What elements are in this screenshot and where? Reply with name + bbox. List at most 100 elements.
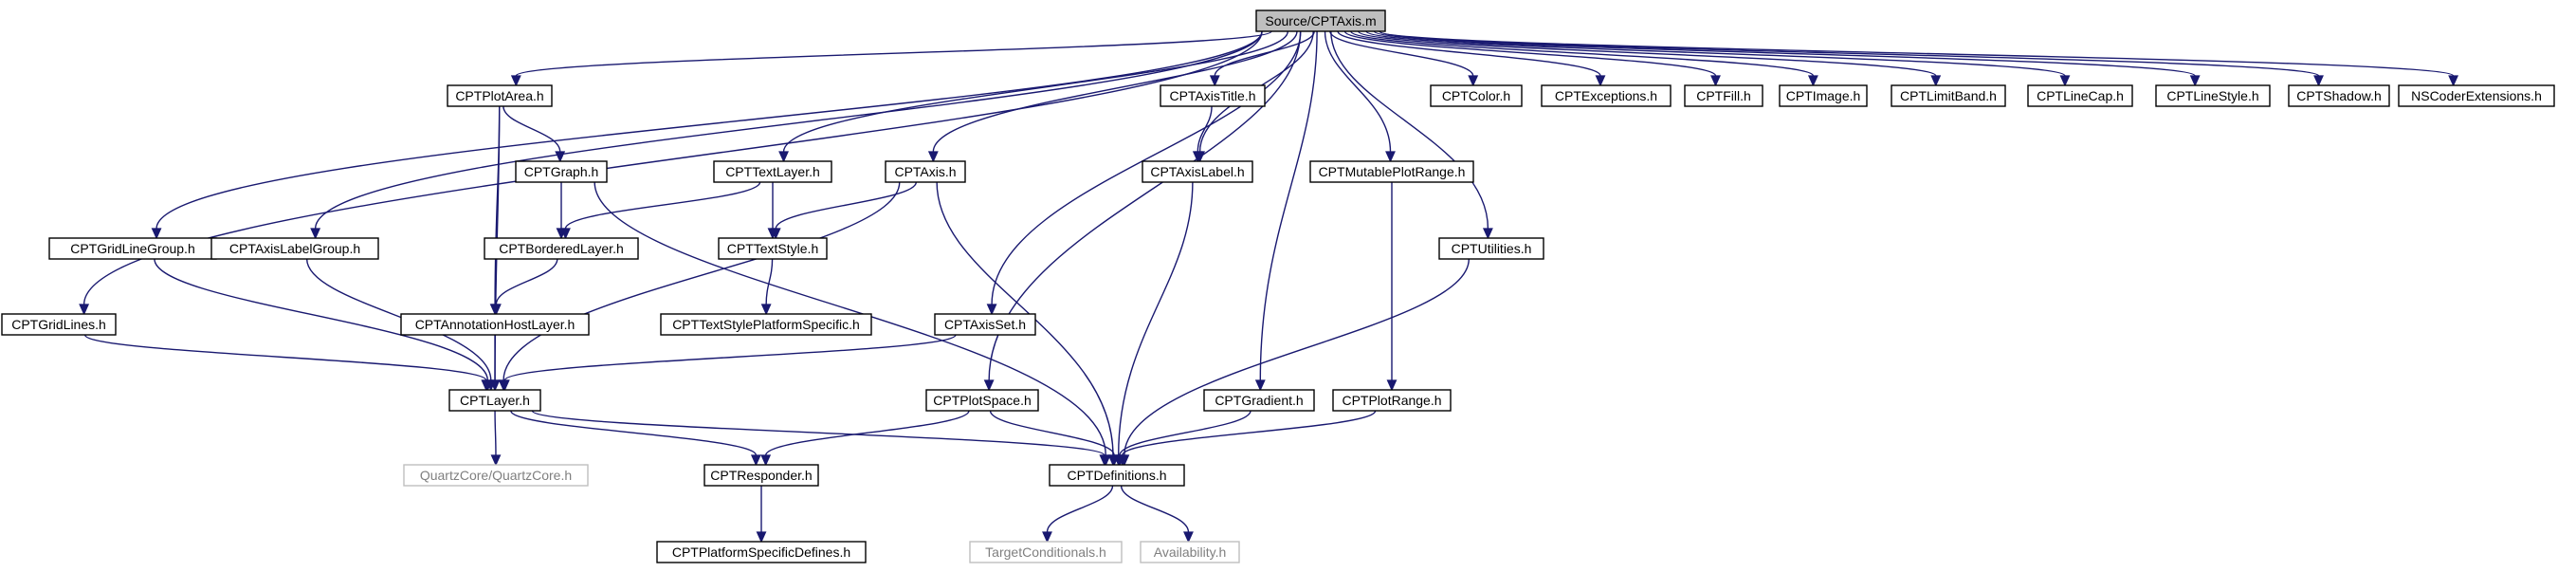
node-box xyxy=(1438,237,1544,260)
node-availability: Availability.h xyxy=(1140,541,1240,563)
edge-root-to-nscoder xyxy=(1379,30,2459,87)
node-box xyxy=(2398,84,2555,107)
node-label: CPTLimitBand.h xyxy=(1900,88,1997,103)
edge-responder-to-platformdefines xyxy=(756,486,767,544)
node-gridlinegroup[interactable]: CPTGridLineGroup.h xyxy=(48,237,217,260)
edge-axis-to-textstyle xyxy=(770,181,918,240)
node-shadow[interactable]: CPTShadow.h xyxy=(2288,84,2390,107)
node-utilities[interactable]: CPTUtilities.h xyxy=(1438,237,1544,260)
node-label: CPTMutablePlotRange.h xyxy=(1319,164,1466,179)
node-label: CPTAnnotationHostLayer.h xyxy=(415,317,575,332)
edge-root-to-linestyle xyxy=(1373,30,2201,87)
node-box xyxy=(1203,389,1315,412)
node-label: CPTBorderedLayer.h xyxy=(499,241,624,256)
node-box xyxy=(1332,389,1452,412)
edge-root-to-plotarea xyxy=(510,30,1272,87)
node-box xyxy=(1,313,117,336)
node-textstyle[interactable]: CPTTextStyle.h xyxy=(718,237,828,260)
node-label: CPTGraph.h xyxy=(524,164,599,179)
node-label: CPTPlotArea.h xyxy=(455,88,543,103)
node-plotarea[interactable]: CPTPlotArea.h xyxy=(447,84,553,107)
edge-axislabel-to-definitions xyxy=(1113,181,1194,467)
edge-mutableplotrange-to-plotrange xyxy=(1386,182,1398,392)
node-responder[interactable]: CPTResponder.h xyxy=(703,464,819,487)
edge-root-to-axistitle xyxy=(1209,30,1315,87)
edge-definitions-to-targetconditionals xyxy=(1042,485,1114,544)
edge-root-to-axisset xyxy=(986,30,1302,316)
node-gradient[interactable]: CPTGradient.h xyxy=(1203,389,1315,412)
node-linecap[interactable]: CPTLineCap.h xyxy=(2027,84,2133,107)
edge-axistitle-to-axislabel xyxy=(1192,105,1213,163)
node-label: CPTDefinitions.h xyxy=(1067,468,1166,483)
node-color[interactable]: CPTColor.h xyxy=(1430,84,1523,107)
node-label: QuartzCore/QuartzCore.h xyxy=(420,468,572,483)
node-plotspace[interactable]: CPTPlotSpace.h xyxy=(925,389,1039,412)
edge-utilities-to-definitions xyxy=(1119,258,1470,467)
edge-gradient-to-definitions xyxy=(1114,410,1251,467)
node-axistitle[interactable]: CPTAxisTitle.h xyxy=(1160,84,1266,107)
node-box xyxy=(718,237,828,260)
edge-root-to-gridlines xyxy=(79,30,1263,316)
edge-layer-to-definitions xyxy=(531,410,1110,467)
node-layer[interactable]: CPTLayer.h xyxy=(448,389,541,412)
node-targetconditionals: TargetConditionals.h xyxy=(969,541,1123,563)
node-mutableplotrange[interactable]: CPTMutablePlotRange.h xyxy=(1309,160,1474,183)
edge-borderedlayer-to-annotationhost xyxy=(490,258,558,316)
node-label: CPTAxis.h xyxy=(894,164,956,179)
node-gridlines[interactable]: CPTGridLines.h xyxy=(1,313,117,336)
node-linestyle[interactable]: CPTLineStyle.h xyxy=(2155,84,2271,107)
node-label: TargetConditionals.h xyxy=(985,544,1106,560)
node-limitband[interactable]: CPTLimitBand.h xyxy=(1891,84,2006,107)
node-box xyxy=(885,160,966,183)
node-box xyxy=(934,313,1036,336)
node-axis[interactable]: CPTAxis.h xyxy=(885,160,966,183)
node-label: CPTGridLines.h xyxy=(11,317,106,332)
node-label: CPTLayer.h xyxy=(460,393,530,408)
node-axisset[interactable]: CPTAxisSet.h xyxy=(934,313,1036,336)
node-box xyxy=(2288,84,2390,107)
node-box xyxy=(925,389,1039,412)
node-label: CPTExceptions.h xyxy=(1555,88,1657,103)
node-box xyxy=(1160,84,1266,107)
node-textstyleplatform[interactable]: CPTTextStylePlatformSpecific.h xyxy=(660,313,872,336)
edge-root-to-exceptions xyxy=(1337,30,1606,87)
edge-layer-to-responder xyxy=(510,410,761,467)
node-annotationhost[interactable]: CPTAnnotationHostLayer.h xyxy=(400,313,590,336)
node-label: CPTLineCap.h xyxy=(2037,88,2124,103)
node-label: Availability.h xyxy=(1154,544,1227,560)
node-label: CPTAxisLabelGroup.h xyxy=(229,241,360,256)
edge-root-to-textlayer xyxy=(778,30,1289,163)
edge-annotationhost-to-layer xyxy=(489,335,501,392)
edge-root-to-utilities xyxy=(1330,30,1493,240)
node-label: CPTPlatformSpecificDefines.h xyxy=(672,544,850,560)
node-box xyxy=(1255,9,1386,32)
edge-textstyle-to-textstyleplatform xyxy=(760,258,774,316)
node-box xyxy=(656,541,867,563)
node-label: CPTAxisLabel.h xyxy=(1150,164,1244,179)
node-platformdefines[interactable]: CPTPlatformSpecificDefines.h xyxy=(656,541,867,563)
node-exceptions[interactable]: CPTExceptions.h xyxy=(1541,84,1672,107)
edge-root-to-gradient xyxy=(1254,30,1318,392)
node-borderedlayer[interactable]: CPTBorderedLayer.h xyxy=(484,237,639,260)
node-root[interactable]: Source/CPTAxis.m xyxy=(1255,9,1386,32)
edge-plotspace-to-definitions xyxy=(989,410,1120,467)
node-box xyxy=(448,389,541,412)
node-box xyxy=(210,237,379,260)
node-nscoder[interactable]: NSCoderExtensions.h xyxy=(2398,84,2555,107)
node-plotrange[interactable]: CPTPlotRange.h xyxy=(1332,389,1452,412)
node-definitions[interactable]: CPTDefinitions.h xyxy=(1049,464,1185,487)
node-label: CPTAxisSet.h xyxy=(944,317,1026,332)
edges xyxy=(79,30,2459,544)
node-label: CPTUtilities.h xyxy=(1452,241,1532,256)
node-fill[interactable]: CPTFill.h xyxy=(1684,84,1763,107)
node-axislabelgroup[interactable]: CPTAxisLabelGroup.h xyxy=(210,237,379,260)
node-graph[interactable]: CPTGraph.h xyxy=(515,160,608,183)
node-axislabel[interactable]: CPTAxisLabel.h xyxy=(1142,160,1253,183)
edge-root-to-axislabelgroup xyxy=(310,30,1263,240)
edge-axisset-to-layer xyxy=(499,334,957,392)
node-textlayer[interactable]: CPTTextLayer.h xyxy=(713,160,832,183)
node-box xyxy=(1140,541,1240,563)
edge-root-to-mutableplotrange xyxy=(1324,30,1396,163)
node-image[interactable]: CPTImage.h xyxy=(1779,84,1868,107)
edge-plotspace-to-responder xyxy=(760,410,970,467)
